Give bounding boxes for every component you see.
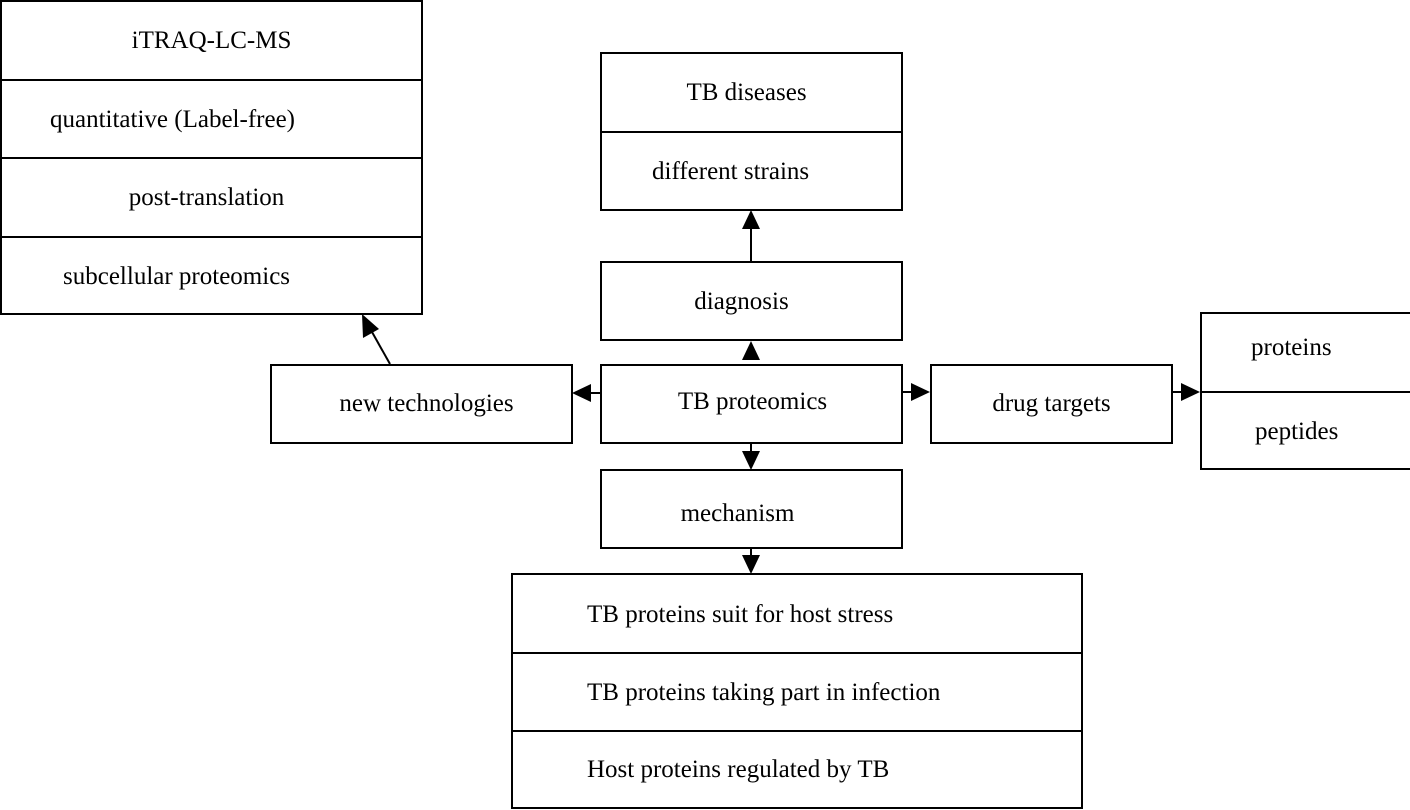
arrow-drug-targets-to-proteins — [1172, 383, 1200, 401]
diagnosis-target-item: TB diseases — [686, 79, 807, 106]
technologies-box: iTRAQ-LC-MS quantitative (Label-free) po… — [0, 0, 423, 315]
divider — [2, 236, 421, 238]
technologies-item: quantitative (Label-free) — [50, 106, 295, 133]
divider — [602, 131, 901, 133]
drug-targets-box: proteins peptides — [1200, 312, 1410, 470]
arrow-center-to-mechanism — [742, 443, 760, 470]
mechanism-node: mechanism — [600, 469, 903, 549]
divider — [513, 730, 1081, 732]
drug-target-item: peptides — [1255, 418, 1339, 445]
technologies-item: subcellular proteomics — [63, 262, 291, 290]
divider — [2, 157, 421, 159]
drug-targets-label: drug targets — [992, 390, 1111, 417]
mechanism-item: TB proteins taking part in infection — [587, 679, 941, 706]
arrow-center-to-drug-targets — [902, 383, 930, 401]
divider — [513, 652, 1081, 654]
arrow-center-to-diagnosis — [742, 341, 760, 360]
mechanism-box: TB proteins suit for host stress TB prot… — [511, 573, 1083, 809]
diagnosis-targets-box: TB diseases different strains — [600, 52, 903, 211]
diagnosis-target-item: different strains — [652, 158, 810, 185]
mechanism-item: TB proteins suit for host stress — [587, 601, 894, 628]
tb-proteomics-label: TB proteomics — [677, 388, 828, 415]
new-technologies-node: new technologies — [270, 364, 573, 444]
new-technologies-label: new technologies — [339, 390, 514, 417]
arrow-mechanism-to-mechanism-box — [742, 548, 760, 574]
arrow-new-technologies-to-technologies — [362, 314, 391, 365]
tb-proteomics-node: TB proteomics — [600, 364, 903, 444]
mechanism-label: mechanism — [680, 500, 795, 527]
technologies-item: iTRAQ-LC-MS — [131, 27, 292, 54]
diagnosis-label: diagnosis — [694, 288, 789, 315]
mechanism-item: Host proteins regulated by TB — [587, 755, 890, 783]
divider — [2, 79, 421, 81]
divider — [1202, 391, 1410, 393]
arrow-diagnosis-to-diseases — [742, 210, 760, 262]
diagnosis-node: diagnosis — [600, 261, 903, 341]
drug-target-item: proteins — [1251, 334, 1332, 361]
drug-targets-node: drug targets — [930, 364, 1173, 444]
arrow-center-to-new-technologies — [572, 384, 601, 402]
technologies-item: post-translation — [128, 184, 285, 211]
